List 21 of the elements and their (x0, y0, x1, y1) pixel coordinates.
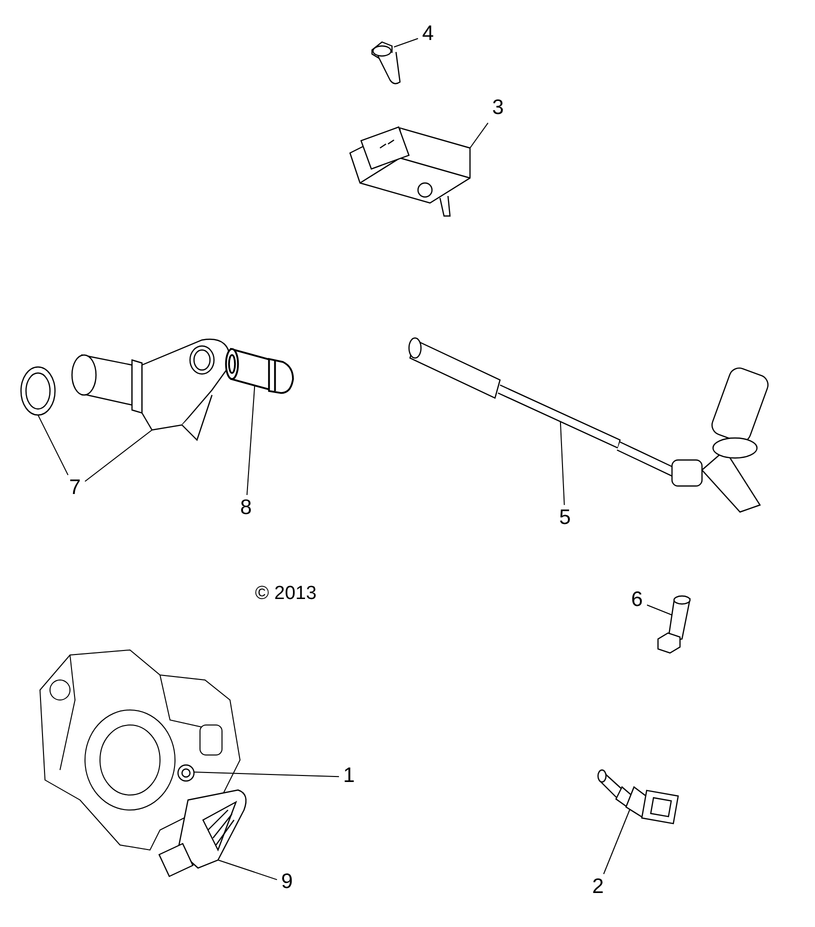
o-ring-drawing (18, 365, 58, 417)
copyright-note: © 2013 (255, 583, 317, 605)
callout-number: 8 (237, 496, 255, 522)
sleeve-drawing (225, 345, 295, 395)
callout-number: 6 (628, 588, 646, 614)
leader-line (646, 604, 672, 616)
callout-number: 5 (556, 506, 574, 532)
callout-number: 1 (340, 764, 358, 790)
callout-number: 2 (589, 875, 607, 901)
leader-line (394, 38, 418, 48)
screw-drawing (176, 763, 196, 783)
leader-line (470, 122, 488, 148)
leader-line (192, 772, 340, 778)
leader-line (218, 860, 278, 880)
leader-line (603, 808, 630, 874)
leader-line (38, 414, 68, 476)
leader-line (84, 430, 152, 482)
callout-number: 9 (278, 870, 296, 896)
callout-number: 3 (489, 96, 507, 122)
callout-number: 7 (66, 476, 84, 502)
callout-number: 4 (419, 22, 437, 48)
